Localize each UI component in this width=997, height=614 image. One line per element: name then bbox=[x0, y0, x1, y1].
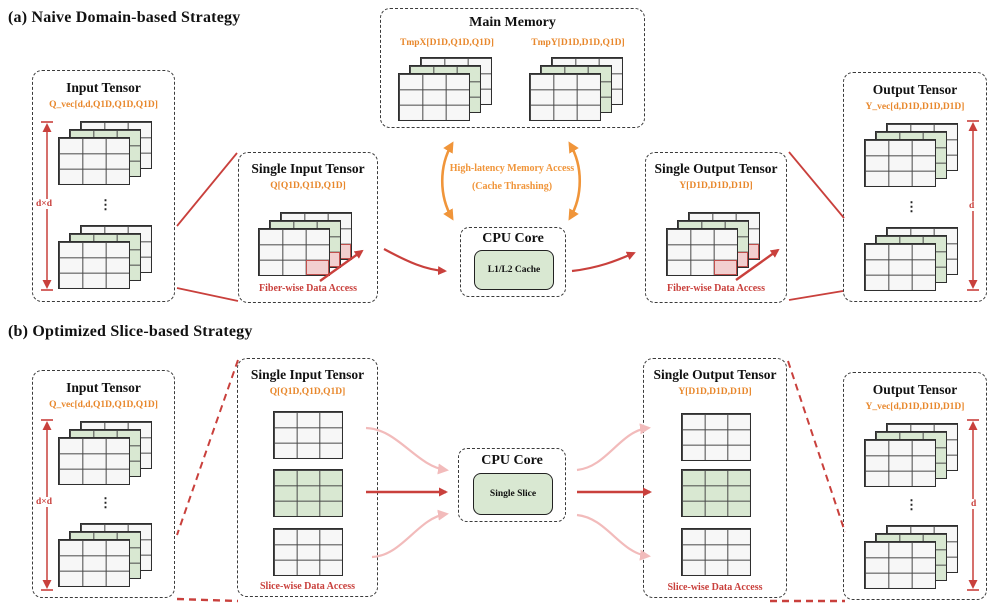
b-input-tensor-label: Q_vec[d,d,Q1D,Q1D,Q1D] bbox=[49, 400, 158, 410]
b-output-dim-label: d bbox=[970, 499, 978, 509]
b-input-tensor-title: Input Tensor bbox=[66, 380, 141, 395]
tensor-stack bbox=[529, 57, 624, 122]
a-cpu-core-box: CPU Core L1/L2 Cache bbox=[460, 227, 566, 297]
a-single-input-caption: Fiber-wise Data Access bbox=[259, 283, 357, 294]
section-b-title: (b) Optimized Slice-based Strategy bbox=[8, 323, 253, 340]
tensor-layer-grid bbox=[864, 439, 936, 487]
tensor-slice-active bbox=[273, 469, 343, 517]
a-single-input-label: Q[Q1D,Q1D,Q1D] bbox=[270, 181, 346, 191]
a-single-output-title: Single Output Tensor bbox=[654, 161, 778, 176]
b-slice-arrow-right-bottom bbox=[576, 513, 651, 561]
b-slice-arrow-left-bottom bbox=[371, 509, 449, 559]
b-single-input-label: Q[Q1D,Q1D,Q1D] bbox=[269, 387, 346, 397]
a-output-tensor-title: Output Tensor bbox=[872, 82, 958, 97]
main-memory-title: Main Memory bbox=[469, 15, 556, 30]
tensor-layer-grid bbox=[666, 228, 738, 276]
tmpy-label: TmpY[D1D,D1D,Q1D] bbox=[531, 38, 625, 48]
a-zoom-line-left-top bbox=[176, 152, 238, 227]
main-memory-box: Main Memory TmpX[D1D,Q1D,Q1D] TmpY[D1D,D… bbox=[380, 8, 645, 128]
a-single-output-box: Single Output Tensor Y[D1D,D1D,D1D] Fibe… bbox=[645, 152, 787, 303]
b-single-output-label: Y[D1D,D1D,D1D] bbox=[678, 387, 752, 397]
tensor-layer-grid bbox=[58, 137, 130, 185]
tensor-stack bbox=[864, 525, 959, 590]
tensor-stack bbox=[58, 225, 153, 290]
b-single-output-box: Single Output Tensor Y[D1D,D1D,D1D] Slic… bbox=[643, 358, 787, 598]
single-slice-chip: Single Slice bbox=[473, 473, 553, 515]
b-zoom-dash-left-bottom bbox=[176, 597, 239, 603]
b-cpu-core-title: CPU Core bbox=[481, 453, 543, 468]
tensor-stack bbox=[398, 57, 493, 122]
tensor-layer-grid bbox=[258, 228, 330, 276]
a-input-tensor-box: Input Tensor Q_vec[d,d,Q1D,Q1D,Q1D] ⋮ d×… bbox=[32, 70, 175, 302]
ellipsis-dots: ⋮ bbox=[99, 197, 112, 212]
b-output-tensor-box: Output Tensor Y_vec[d,D1D,D1D,D1D] ⋮ d bbox=[843, 372, 987, 600]
section-a-title: (a) Naive Domain-based Strategy bbox=[8, 9, 241, 26]
a-single-input-title: Single Input Tensor bbox=[251, 161, 365, 176]
memory-access-text-line2: (Cache Thrashing) bbox=[471, 181, 553, 192]
tensor-stack bbox=[864, 123, 959, 188]
l1-l2-cache-chip: L1/L2 Cache bbox=[474, 250, 554, 290]
tensor-layer-grid bbox=[864, 541, 936, 589]
a-zoom-line-right-bottom bbox=[788, 290, 844, 301]
b-slice-arrow-left-top bbox=[365, 426, 449, 475]
a-zoom-line-left-bottom bbox=[176, 287, 239, 302]
b-slice-arrow-right-top bbox=[576, 423, 651, 472]
tensor-layer-grid bbox=[529, 73, 601, 121]
b-output-tensor-title: Output Tensor bbox=[872, 382, 958, 397]
tensor-stack-fiber bbox=[258, 212, 353, 277]
b-zoom-dash-left-diag bbox=[176, 359, 239, 536]
tensor-stack-fiber bbox=[666, 212, 761, 277]
a-input-tensor-title: Input Tensor bbox=[66, 80, 141, 95]
b-single-input-caption: Slice-wise Data Access bbox=[260, 581, 355, 592]
tmpx-label: TmpX[D1D,Q1D,Q1D] bbox=[400, 38, 494, 48]
tensor-slice bbox=[273, 411, 343, 459]
a-arrow-cpu-to-output bbox=[571, 251, 636, 273]
tensor-slice-active bbox=[681, 469, 751, 517]
a-output-dim-label: d bbox=[968, 201, 976, 211]
tensor-layer-grid bbox=[58, 437, 130, 485]
a-arrow-input-to-cpu bbox=[383, 248, 447, 276]
tensor-layer-grid bbox=[864, 139, 936, 187]
tensor-slice bbox=[681, 413, 751, 461]
ellipsis-dots: ⋮ bbox=[99, 495, 112, 510]
tensor-stack bbox=[58, 121, 153, 186]
b-single-input-box: Single Input Tensor Q[Q1D,Q1D,Q1D] Slice… bbox=[237, 358, 378, 597]
a-zoom-line-right-top bbox=[788, 151, 845, 219]
tensor-layer-grid bbox=[864, 243, 936, 291]
ellipsis-dots: ⋮ bbox=[905, 497, 918, 512]
b-single-input-title: Single Input Tensor bbox=[250, 367, 365, 382]
a-input-dim-label: d×d bbox=[35, 199, 53, 209]
memory-access-text-line1: High-latency Memory Access bbox=[449, 163, 575, 174]
ellipsis-dots: ⋮ bbox=[905, 199, 918, 214]
tensor-stack bbox=[864, 423, 959, 488]
b-single-output-title: Single Output Tensor bbox=[653, 367, 777, 382]
a-input-tensor-label: Q_vec[d,d,Q1D,Q1D,Q1D] bbox=[49, 100, 158, 110]
b-cpu-core-box: CPU Core Single Slice bbox=[458, 448, 566, 522]
b-zoom-dash-right-diag bbox=[787, 360, 846, 533]
a-output-tensor-label: Y_vec[d,D1D,D1D,D1D] bbox=[865, 102, 965, 112]
a-cpu-core-title: CPU Core bbox=[482, 231, 544, 246]
tensor-layer-grid bbox=[58, 241, 130, 289]
tensor-stack bbox=[58, 523, 153, 588]
a-output-tensor-box: Output Tensor Y_vec[d,D1D,D1D,D1D] ⋮ d bbox=[843, 72, 987, 302]
tensor-layer-grid bbox=[398, 73, 470, 121]
tensor-slice bbox=[681, 528, 751, 576]
tensor-stack bbox=[864, 227, 959, 292]
b-output-tensor-label: Y_vec[d,D1D,D1D,D1D] bbox=[865, 402, 965, 412]
b-input-tensor-box: Input Tensor Q_vec[d,d,Q1D,Q1D,Q1D] ⋮ d×… bbox=[32, 370, 175, 598]
a-single-output-label: Y[D1D,D1D,D1D] bbox=[679, 181, 753, 191]
a-single-input-box: Single Input Tensor Q[Q1D,Q1D,Q1D] Fiber… bbox=[238, 152, 378, 303]
a-single-output-caption: Fiber-wise Data Access bbox=[667, 283, 765, 294]
tensor-stack bbox=[58, 421, 153, 486]
tensor-layer-grid bbox=[58, 539, 130, 587]
b-input-dim-label: d×d bbox=[35, 497, 53, 507]
b-single-output-caption: Slice-wise Data Access bbox=[667, 582, 763, 593]
tensor-slice bbox=[273, 528, 343, 576]
